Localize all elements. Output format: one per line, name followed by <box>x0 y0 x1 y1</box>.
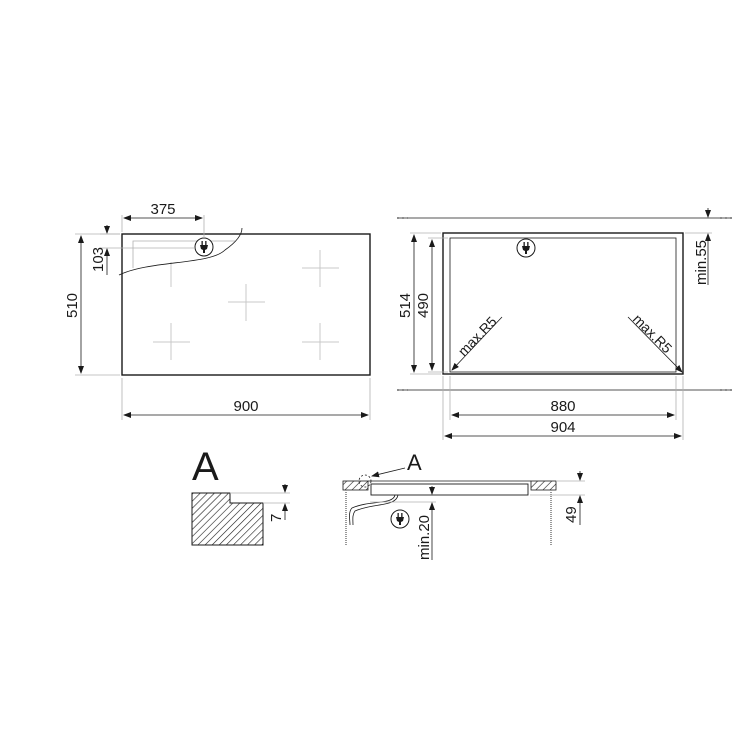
inner-cutout <box>449 237 677 373</box>
dim-clearance-below: min.20 <box>416 515 433 560</box>
dim-width: 900 <box>233 398 258 415</box>
detail-a: A 7 <box>191 445 290 546</box>
detail-a-label: A <box>192 445 219 489</box>
zone-markers <box>153 250 339 360</box>
dim-height: 49 <box>563 506 580 523</box>
radius-right: max.R5 <box>630 311 676 357</box>
plug-icon <box>390 509 410 529</box>
detail-a-section <box>191 492 264 546</box>
dim-depth: 510 <box>64 293 81 318</box>
section-detail-callout: A <box>407 450 422 475</box>
dim-plug-x: 375 <box>150 201 175 218</box>
hob-body <box>370 483 529 496</box>
dim-outer-width: 904 <box>550 419 575 436</box>
dim-step: 7 <box>268 514 285 522</box>
plug-icon <box>194 237 214 257</box>
breakaway-curve <box>118 227 243 276</box>
dim-outer-depth: 514 <box>397 293 414 318</box>
dim-inner-depth: 490 <box>415 293 432 318</box>
cutout-view: max.R5 max.R5 514 490 min.55 880 904 <box>397 208 732 440</box>
outer-cutout <box>442 232 684 375</box>
radius-left: max.R5 <box>455 313 500 359</box>
dim-plug-y: 103 <box>90 247 107 272</box>
plug-icon <box>516 238 536 258</box>
dim-inner-width: 880 <box>550 398 575 415</box>
hob-outline <box>121 233 371 376</box>
top-view: 375 103 510 900 <box>64 201 371 420</box>
section-view: A min.20 49 <box>342 450 585 560</box>
dim-clearance-back: min.55 <box>693 240 710 285</box>
